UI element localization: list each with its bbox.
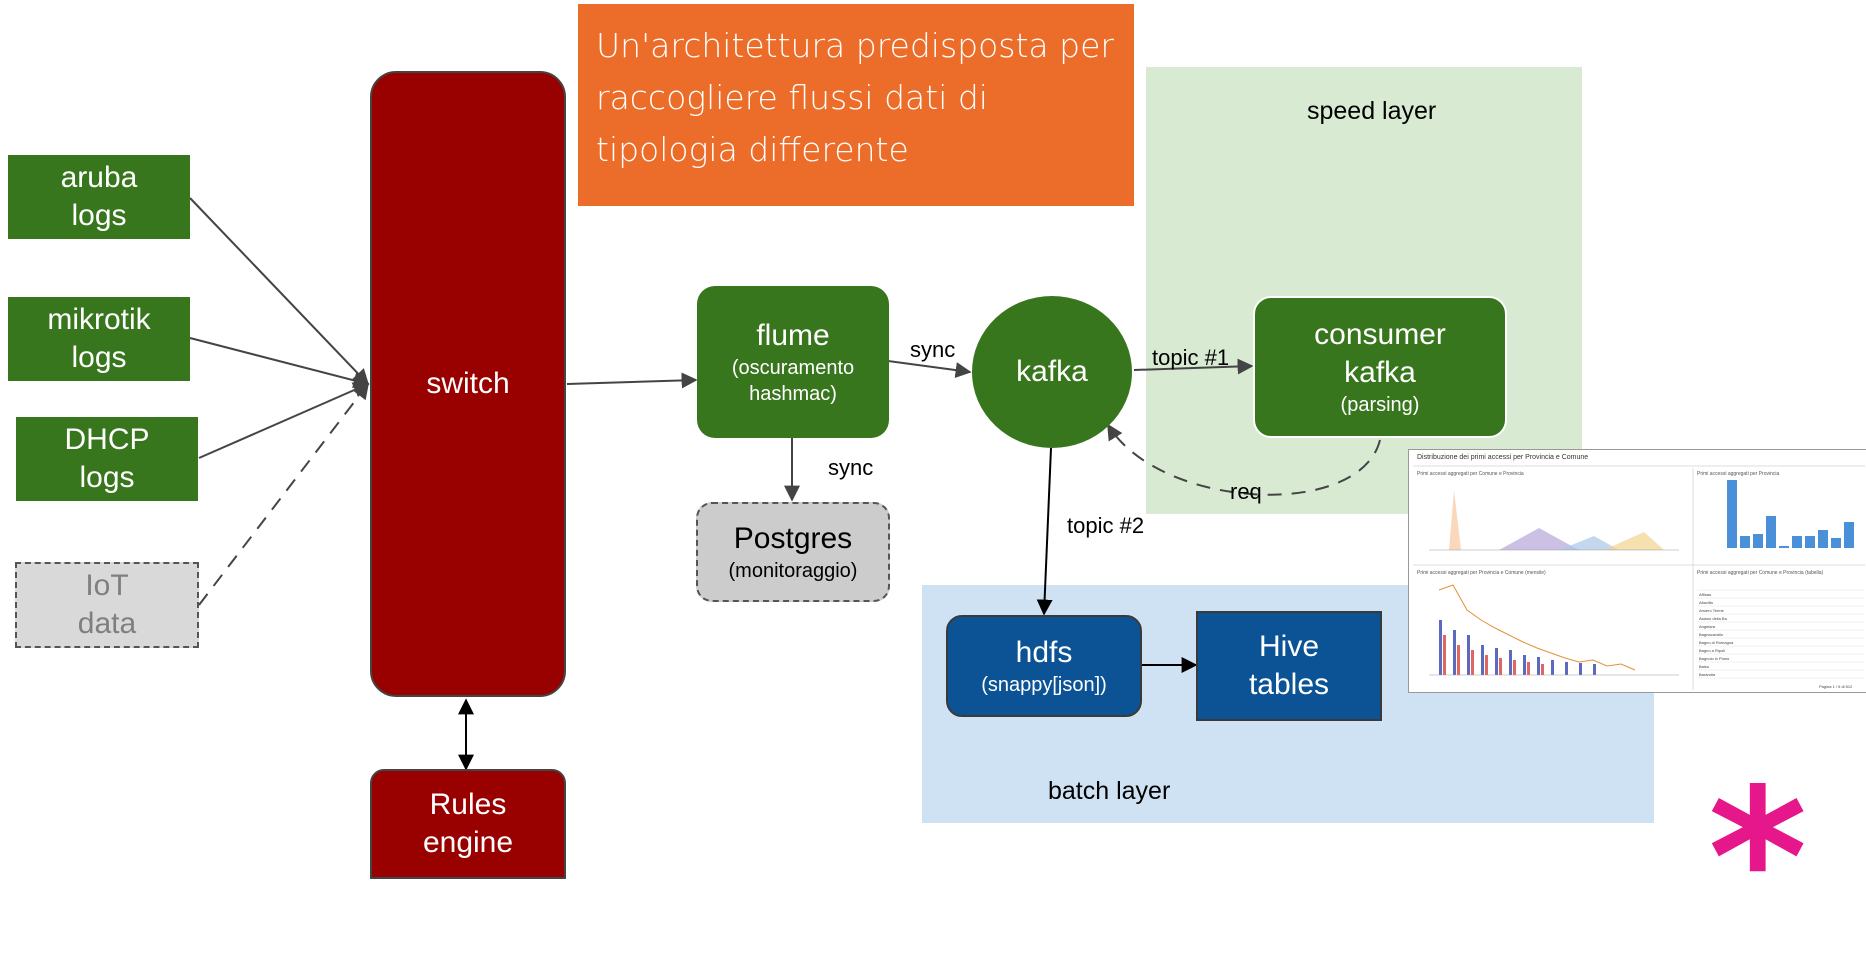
- hdfs-node: hdfs (snappy[json]): [946, 615, 1142, 717]
- consumer-kafka-node: consumer kafka (parsing): [1253, 296, 1507, 438]
- consumer-line2: kafka: [1344, 356, 1416, 389]
- edge-label-req: req: [1230, 479, 1262, 504]
- source-dhcp-logs: DHCP logs: [16, 417, 198, 501]
- edge-label-flume-kafka: sync: [910, 337, 956, 362]
- table-row: Bagnacavallo: [1699, 632, 1724, 637]
- source-label-line2: logs: [71, 341, 127, 374]
- switch-node: switch: [370, 71, 566, 697]
- flume-subtitle-line2: hashmac): [749, 383, 837, 405]
- table-row: Altavilla: [1699, 600, 1713, 605]
- table-row: Bagno di Romagna: [1699, 640, 1734, 645]
- speed-layer-label: speed layer: [1307, 97, 1437, 125]
- source-iot-data: IoT data: [15, 562, 199, 648]
- rules-engine-node: Rules engine: [370, 769, 566, 879]
- postgres-title: Postgres: [733, 522, 853, 555]
- dashboard-panel-bars-title: Primi accessi aggregati per Provincia: [1697, 471, 1780, 477]
- flume-title: flume: [756, 319, 830, 352]
- table-row: Bagno a Ripoli: [1699, 648, 1726, 653]
- batch-layer-label: batch layer: [1048, 777, 1171, 805]
- source-edges: [189, 197, 370, 606]
- source-label-line2: logs: [71, 199, 127, 232]
- dashboard-graphics: [1413, 465, 1865, 690]
- dashboard-panel-area-title: Primi accessi aggregati per Comune e Pro…: [1417, 471, 1524, 477]
- dashboard-table-rows: Affinas Altavilla Arsiero Terme Asiano d…: [1699, 591, 1733, 679]
- consumer-line1: consumer: [1314, 318, 1446, 351]
- source-label-line1: aruba: [60, 161, 138, 194]
- dashboard-panel-monthly-title: Primi accessi aggregati per Provincia e …: [1417, 570, 1546, 576]
- source-label-line2: logs: [79, 461, 135, 494]
- asterisk-logo: *: [1708, 748, 1808, 969]
- table-row: Arsiero Terme: [1699, 608, 1724, 613]
- flume-subtitle-line1: (oscuramento: [731, 357, 855, 379]
- rules-engine-line1: Rules: [429, 788, 507, 821]
- rules-engine-line2: engine: [422, 826, 514, 859]
- slide-title: Un'architettura predisposta per raccogli…: [578, 4, 1134, 206]
- source-label-line1: IoT: [85, 569, 129, 602]
- dashboard-panel-table-title: Primi accessi aggregati per Comune e Pro…: [1697, 570, 1824, 576]
- source-label-line1: DHCP: [64, 423, 150, 456]
- hive-line1: Hive: [1258, 630, 1319, 663]
- kafka-node: kafka: [972, 296, 1132, 448]
- dashboard-screenshot: Distribuzione dei primi accessi per Prov…: [1408, 449, 1866, 693]
- table-row: Affinas: [1699, 592, 1712, 597]
- edge-label-topic2: topic #2: [1067, 513, 1145, 538]
- flume-node: flume (oscuramento hashmac): [697, 286, 889, 438]
- connectors: [189, 197, 1381, 771]
- kafka-label: kafka: [1016, 355, 1088, 388]
- source-mikrotik-logs: mikrotik logs: [8, 297, 190, 381]
- hive-tables-node: Hive tables: [1196, 611, 1382, 721]
- table-row: Asiano della Ba: [1699, 616, 1727, 621]
- source-label-line1: mikrotik: [47, 303, 151, 336]
- hive-line2: tables: [1248, 668, 1330, 701]
- edge-label-flume-postgres: sync: [828, 455, 874, 480]
- edge-label-topic1: topic #1: [1152, 345, 1230, 370]
- hdfs-title: hdfs: [1015, 636, 1073, 669]
- dashboard-heading: Distribuzione dei primi accessi per Prov…: [1417, 454, 1589, 461]
- hdfs-subtitle: (snappy[json]): [981, 674, 1107, 696]
- table-row: Angelara: [1699, 624, 1716, 629]
- table-row: Barandia: [1699, 672, 1716, 677]
- speed-layer: [1146, 67, 1582, 514]
- table-row: Bagnolo in Piano: [1699, 656, 1730, 661]
- table-row: Baiso: [1699, 664, 1710, 669]
- postgres-subtitle: (monitoraggio): [728, 560, 858, 582]
- source-aruba-logs: aruba logs: [8, 155, 190, 239]
- source-label-line2: data: [77, 607, 137, 640]
- dashboard-pager: Pagina 1 / 5 di 512: [1819, 684, 1853, 689]
- postgres-node: Postgres (monitoraggio): [696, 502, 890, 602]
- consumer-subtitle: (parsing): [1340, 394, 1420, 416]
- switch-label: switch: [426, 367, 510, 400]
